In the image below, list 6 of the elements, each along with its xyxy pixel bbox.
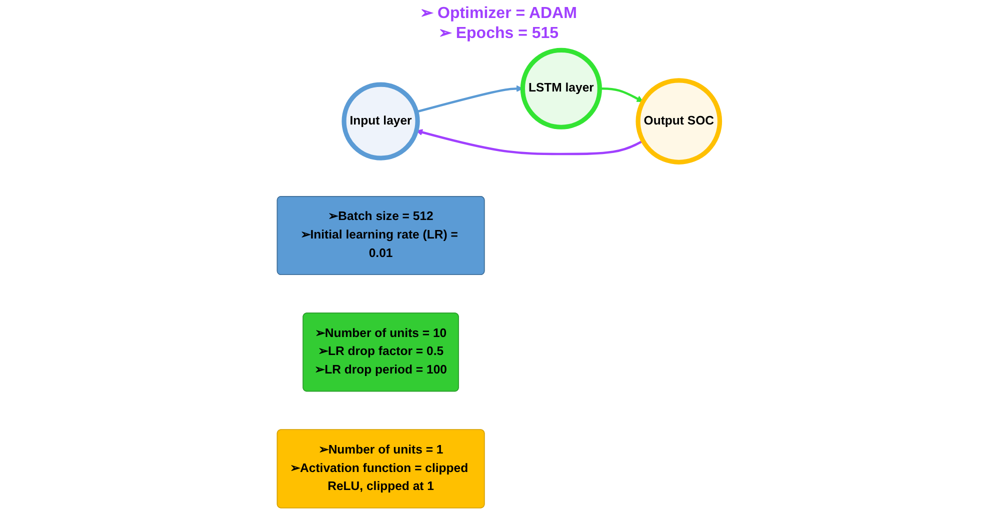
arrow: [600, 87, 644, 102]
node-circle: LSTM layer: [520, 48, 602, 130]
node-circle: Output SOC: [636, 78, 722, 164]
parameter-note: ➢ Epochs = 515: [437, 24, 560, 44]
node-circle: Input layer: [342, 82, 420, 160]
parameter-note: ➢ Optimizer = ADAM: [419, 4, 578, 24]
